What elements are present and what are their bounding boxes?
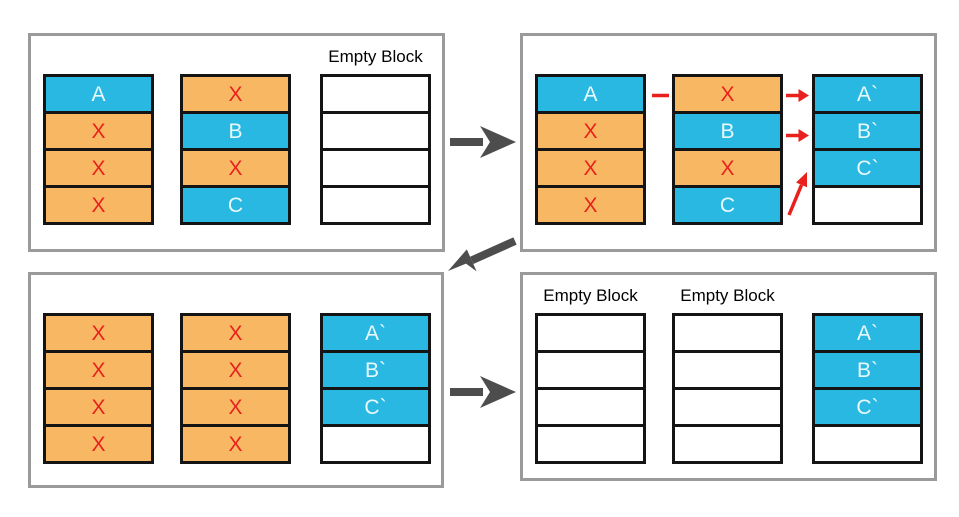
block-column: A`B`C` xyxy=(812,275,923,478)
page-cell-stale: X xyxy=(180,148,291,188)
page-cell-empty xyxy=(535,350,646,390)
empty-block-label: Empty Block xyxy=(680,286,775,305)
page-cell-stale: X xyxy=(180,387,291,427)
page-cell-valid: A xyxy=(43,74,154,114)
page-cell-stale: X xyxy=(180,74,291,114)
page-cell-valid: C` xyxy=(812,148,923,188)
page-cell-valid: B` xyxy=(812,111,923,151)
page-cell-valid: C xyxy=(180,185,291,225)
page-cell-empty xyxy=(320,148,431,188)
page-cell-stale: X xyxy=(535,148,646,188)
block-cell-stack: A`B`C` xyxy=(812,313,923,464)
page-cell-stale: X xyxy=(43,148,154,188)
page-cell-empty xyxy=(535,424,646,464)
arrow-right-top-icon xyxy=(450,126,516,158)
page-cell-valid: C` xyxy=(812,387,923,427)
page-cell-valid: B xyxy=(180,111,291,151)
block-column: Empty Block xyxy=(535,275,646,478)
page-cell-valid: B xyxy=(672,111,783,151)
page-cell-stale: X xyxy=(535,111,646,151)
arrow-down-left-icon xyxy=(448,237,517,272)
empty-block-label: Empty Block xyxy=(328,47,423,66)
page-cell-empty xyxy=(672,424,783,464)
page-cell-stale: X xyxy=(672,74,783,114)
copy-c-to-c-prime-arrow xyxy=(787,172,807,216)
page-cell-stale: X xyxy=(672,148,783,188)
page-cell-valid: B` xyxy=(320,350,431,390)
page-cell-stale: X xyxy=(43,111,154,151)
block-cell-stack xyxy=(320,74,431,225)
block-cell-stack xyxy=(535,313,646,464)
empty-block-label: Empty Block xyxy=(543,286,638,305)
page-cell-valid: A` xyxy=(812,313,923,353)
page-cell-stale: X xyxy=(43,185,154,225)
block-column: Empty Block xyxy=(320,36,431,249)
page-cell-empty xyxy=(535,387,646,427)
page-cell-valid: B` xyxy=(812,350,923,390)
block-column: A`B`C` xyxy=(812,36,923,249)
page-cell-empty xyxy=(320,185,431,225)
block-column: A`B`C` xyxy=(320,275,431,485)
page-cell-empty xyxy=(535,313,646,353)
block-column: Empty Block xyxy=(672,275,783,478)
page-cell-stale: X xyxy=(43,350,154,390)
page-cell-empty xyxy=(320,424,431,464)
page-cell-stale: X xyxy=(43,424,154,464)
page-cell-stale: X xyxy=(180,424,291,464)
page-cell-stale: X xyxy=(180,350,291,390)
page-cell-empty xyxy=(672,313,783,353)
block-cell-stack: A`B`C` xyxy=(812,74,923,225)
page-cell-stale: X xyxy=(43,313,154,353)
page-cell-empty xyxy=(812,185,923,225)
page-cell-stale: X xyxy=(535,185,646,225)
page-cell-valid: A` xyxy=(812,74,923,114)
page-cell-valid: A xyxy=(535,74,646,114)
block-cell-stack: A`B`C` xyxy=(320,313,431,464)
page-cell-valid: C xyxy=(672,185,783,225)
page-cell-stale: X xyxy=(43,387,154,427)
block-cell-stack xyxy=(672,313,783,464)
page-cell-valid: C` xyxy=(320,387,431,427)
page-cell-empty xyxy=(320,111,431,151)
page-cell-empty xyxy=(320,74,431,114)
page-cell-stale: X xyxy=(180,313,291,353)
page-cell-empty xyxy=(672,350,783,390)
page-cell-empty xyxy=(812,424,923,464)
copy-b-to-b-prime-arrow xyxy=(786,129,809,142)
page-cell-empty xyxy=(672,387,783,427)
page-cell-valid: A` xyxy=(320,313,431,353)
arrow-right-bottom-icon xyxy=(450,376,516,408)
